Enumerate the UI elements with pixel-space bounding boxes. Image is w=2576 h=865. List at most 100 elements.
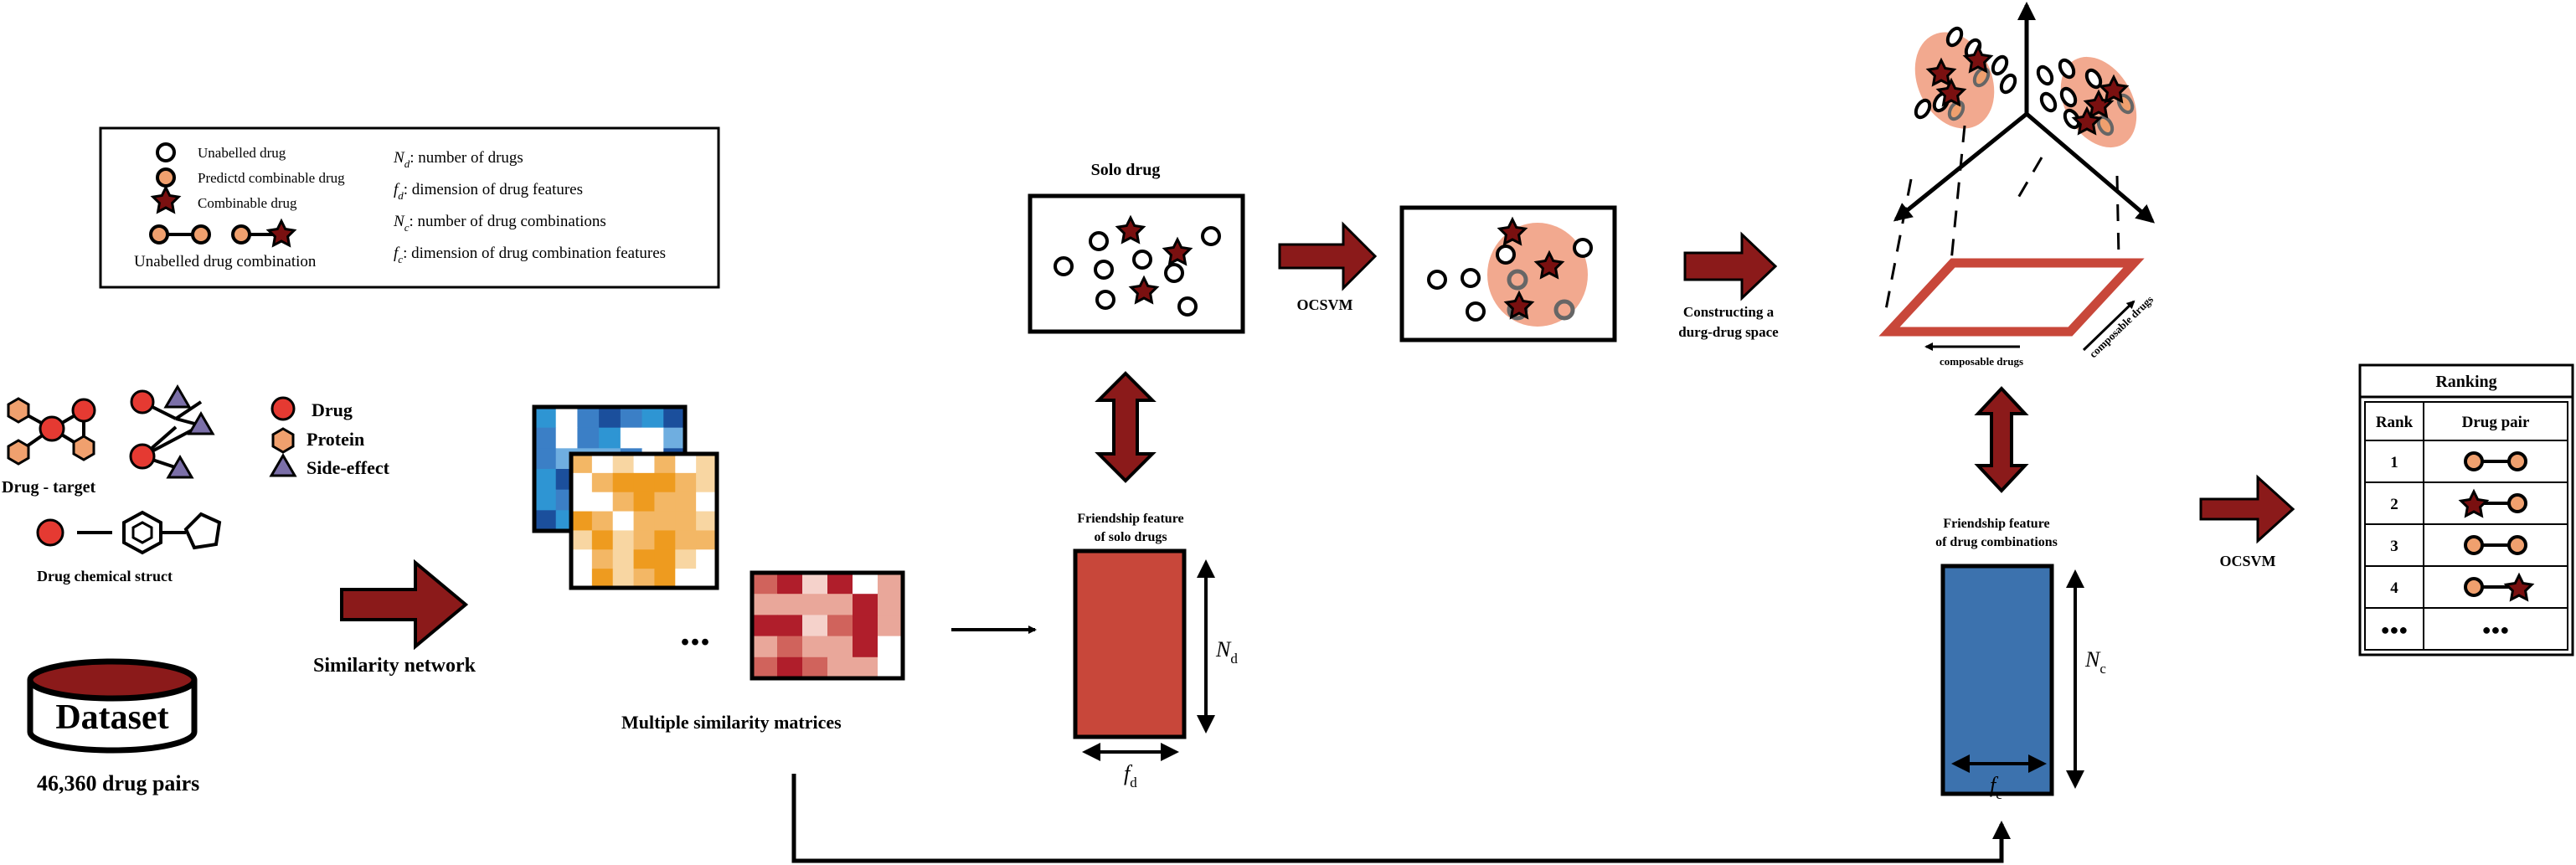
matrix-cell — [827, 636, 853, 658]
drug-icon — [39, 415, 65, 442]
composable-drugs-bottom: composable drugs — [1940, 355, 2023, 368]
matrix-cell — [777, 656, 803, 679]
side-effect-icon — [269, 453, 297, 477]
similarity-network-arrow — [340, 559, 469, 651]
unlabelled-drug-icon — [156, 142, 176, 162]
matrix-cell — [827, 615, 853, 637]
predicted-drug-icon — [156, 167, 176, 188]
matrix-cell — [675, 454, 697, 474]
matrix-cell — [571, 530, 593, 550]
ocsvm-result-box — [1399, 205, 1617, 342]
rank-cell: 2 — [2390, 496, 2398, 513]
matrix-cell — [802, 615, 828, 637]
dataset-icon: Dataset — [27, 658, 198, 754]
matrix-cell — [663, 427, 686, 449]
matrix-cell — [591, 454, 614, 474]
matrix-cell — [571, 472, 593, 493]
legend-unlabelled-combination: Unabelled drug combination — [134, 253, 317, 270]
matrix-cell — [591, 530, 614, 550]
matrix-cell — [802, 656, 828, 679]
matrix-cell — [591, 511, 614, 531]
orange-similarity-matrix — [569, 451, 719, 590]
matrix-cell — [654, 472, 676, 493]
matrix-cell — [577, 407, 600, 429]
matrix-cell — [654, 530, 676, 550]
matrix-cell — [696, 569, 718, 589]
drug-drug-space-3d: composable drugs composable drugs — [1878, 2, 2156, 368]
matrix-cell — [571, 569, 593, 589]
drug-target-label: Drug - target — [2, 478, 96, 497]
matrix-cell — [675, 472, 697, 493]
matrix-cell — [612, 530, 635, 550]
matrix-cell — [802, 573, 828, 595]
matrix-cell — [571, 511, 593, 531]
solo-drug-title: Solo drug — [1091, 161, 1161, 179]
protein-icon — [271, 427, 295, 454]
solo-double-arrow — [1095, 371, 1157, 483]
matrix-cell — [641, 407, 664, 429]
matrix-cell — [777, 636, 803, 658]
matrix-cell — [675, 569, 697, 589]
matrix-cell — [675, 492, 697, 512]
matrix-cell — [878, 636, 904, 658]
combo-nc-label: Nc — [2084, 647, 2106, 677]
matrix-cell — [752, 636, 778, 658]
drug-pair-icon — [2464, 574, 2533, 601]
matrix-cell — [633, 569, 655, 589]
matrix-cell — [675, 530, 697, 550]
matrix-cell — [802, 636, 828, 658]
legend-unlabelled-drug: Unabelled drug — [198, 145, 286, 161]
combo-feature-label-2: of drug combinations — [1935, 535, 2058, 549]
matrix-cell — [878, 573, 904, 595]
matrix-cell — [675, 549, 697, 569]
combo-feature-matrix — [1940, 564, 2054, 796]
matrix-cell — [654, 569, 676, 589]
matrix-cell — [827, 573, 853, 595]
matrix-cell — [620, 427, 643, 449]
ranking-table: Ranking Rank Drug pair 1 2 3 4 ●●● ●●● — [2358, 363, 2574, 656]
matrix-cell — [633, 472, 655, 493]
matrix-cell — [612, 569, 635, 589]
drug-pair-ellipsis: ●●● — [2482, 621, 2510, 638]
ranking-ocsvm-label: OCSVM — [2220, 553, 2276, 569]
matrix-cell — [612, 549, 635, 569]
side-effect-label: Side-effect — [307, 457, 390, 478]
col-drug-pair: Drug pair — [2462, 414, 2530, 431]
legend-nd: Nd: number of drugs — [393, 149, 523, 170]
matrix-cell — [853, 573, 878, 595]
matrix-cell — [620, 407, 643, 429]
legend-nc: Nc: number of drug combinations — [393, 213, 606, 234]
matrix-cell — [752, 615, 778, 637]
matrix-cell — [591, 492, 614, 512]
solo-fd-label: fd — [1124, 761, 1137, 790]
matrix-cell — [654, 454, 676, 474]
combo-fc-label: fc — [1990, 773, 2002, 802]
drug-pair-icon — [2464, 451, 2527, 471]
solo-feature-label-2: of solo drugs — [1094, 530, 1167, 544]
dataset-label: Dataset — [55, 698, 168, 737]
matrix-cell — [696, 472, 718, 493]
matrices-ellipsis: ... — [680, 610, 710, 654]
matrix-cell — [534, 448, 557, 470]
combo-feature-label-1: Friendship feature — [1943, 517, 2049, 531]
matrix-cell — [571, 454, 593, 474]
rank-cell: 3 — [2390, 538, 2398, 555]
matrix-cell — [654, 492, 676, 512]
matrix-cell — [599, 427, 621, 449]
matrix-cell — [853, 594, 878, 615]
construct-space-arrow — [1683, 231, 1778, 301]
matrix-cell — [633, 492, 655, 512]
matrix-cell — [571, 549, 593, 569]
matrix-cell — [534, 469, 557, 491]
matrix-cell — [654, 511, 676, 531]
matrix-cell — [752, 656, 778, 679]
protein-label: Protein — [307, 429, 364, 450]
solo-feature-matrix — [1073, 548, 1187, 739]
matrix-cell — [633, 511, 655, 531]
matrix-cell — [853, 656, 878, 679]
ranking-title: Ranking — [2435, 373, 2496, 391]
legend-combinable-drug: Combinable drug — [198, 195, 297, 211]
matrix-cell — [534, 407, 557, 429]
matrix-cell — [641, 427, 664, 449]
